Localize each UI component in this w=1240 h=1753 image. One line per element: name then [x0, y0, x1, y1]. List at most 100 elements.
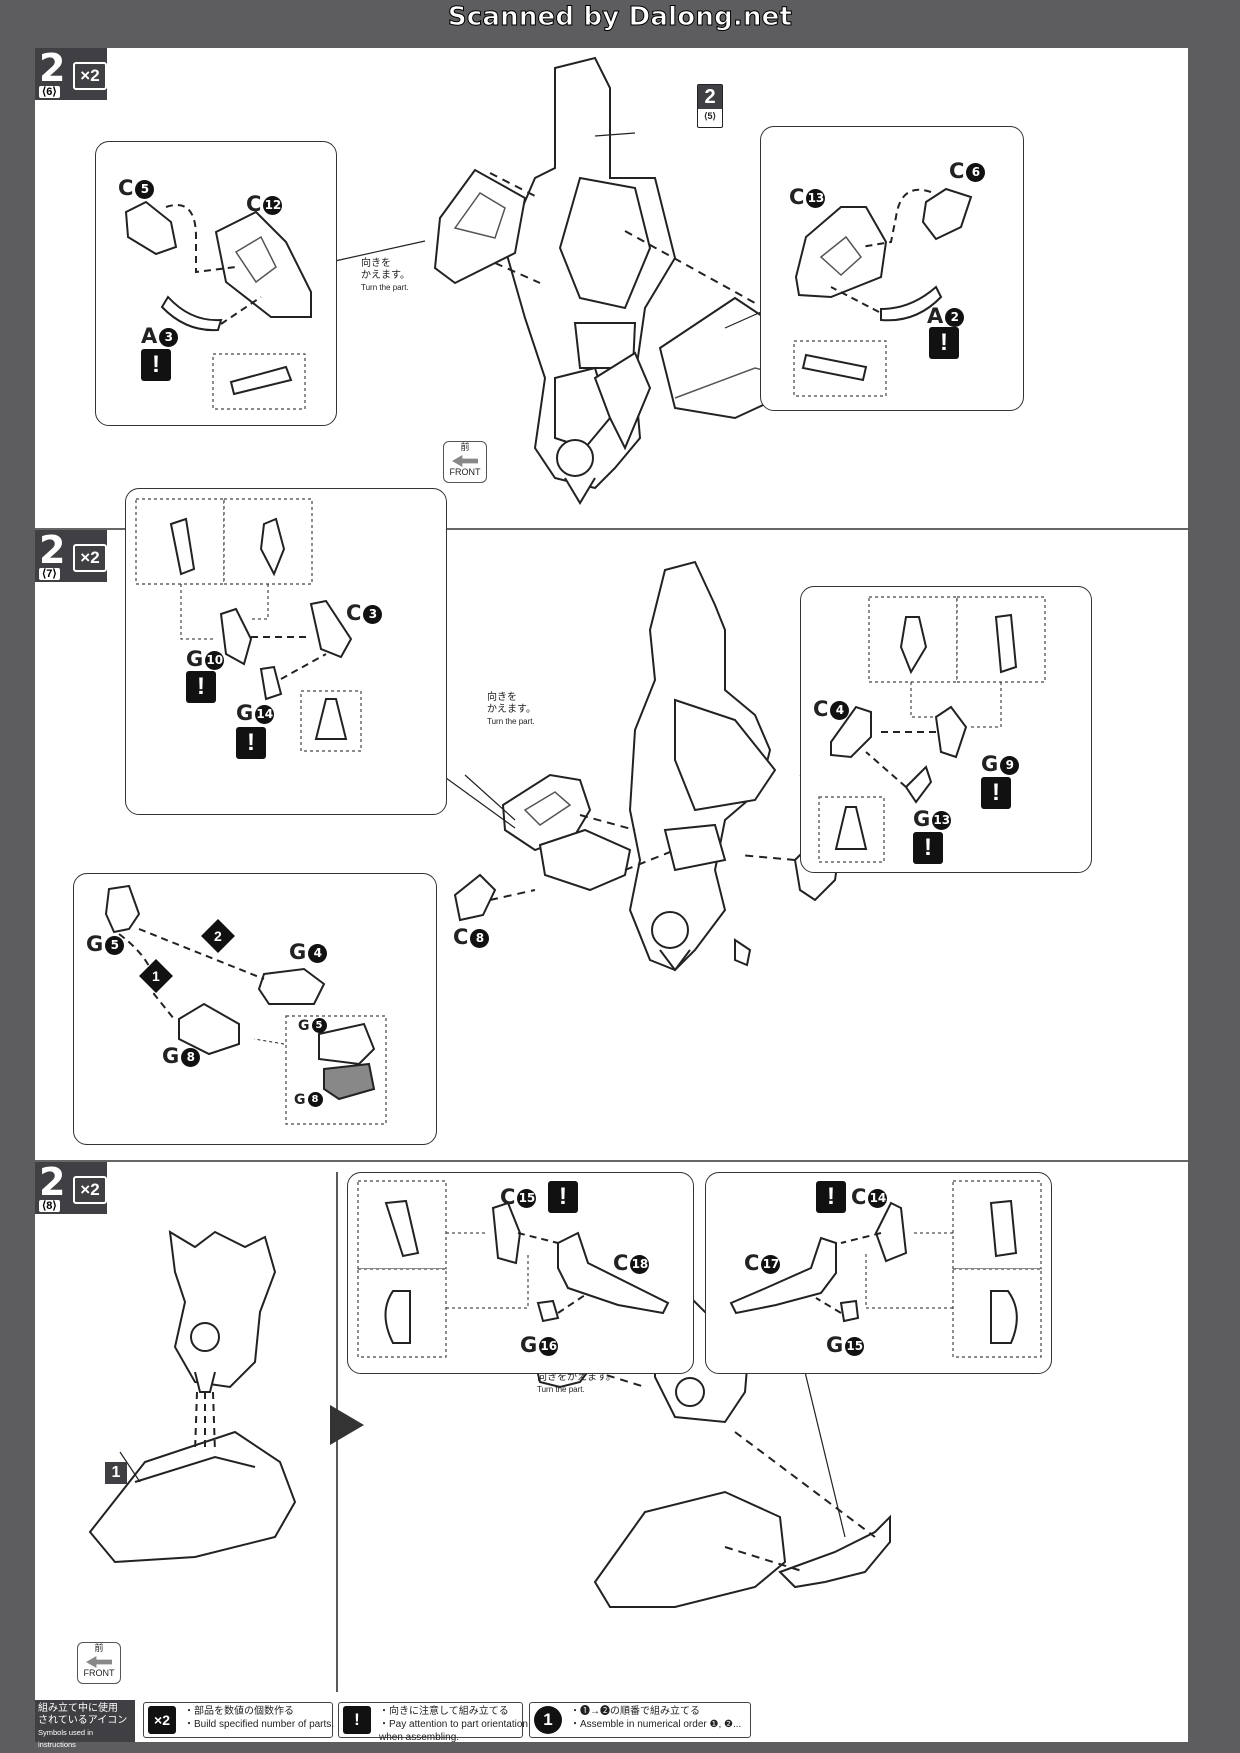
step-substep: ⟨8⟩ — [39, 1200, 60, 1212]
legend-item-order: 1 ・❶→❷の順番で組み立てる ・Assemble in numerical o… — [529, 1702, 751, 1738]
multiplier-icon: ×2 — [73, 1176, 107, 1204]
front-indicator-en: FRONT — [83, 1668, 115, 1678]
turn-part-note: 向きをかえます。 Turn the part. — [537, 1372, 616, 1396]
front-indicator-ja: 前 — [94, 1643, 104, 1653]
orientation-warning-icon: ! — [548, 1181, 578, 1213]
turn-part-note-en: Turn the part. — [361, 283, 409, 292]
step-substep: ⟨6⟩ — [39, 86, 60, 98]
step-number: 2 — [39, 46, 66, 90]
step-substep: ⟨7⟩ — [39, 568, 60, 580]
orientation-warning-icon: ! — [913, 832, 943, 864]
turn-part-note-ja: 向きを かえます。 — [487, 692, 536, 715]
step-number: 2 — [39, 528, 66, 572]
ref-step-sub: ⟨5⟩ — [703, 111, 717, 121]
orientation-warning-icon: ! — [343, 1706, 371, 1734]
page-number: 09 — [1146, 1712, 1180, 1740]
panel-top-left-parts — [135, 498, 362, 752]
step-6-illustration — [334, 56, 807, 505]
panel-bottom-left-parts — [104, 884, 387, 1125]
step-badge: 2 ⟨7⟩ ×2 — [35, 528, 107, 582]
multiplier-icon: ×2 — [148, 1706, 176, 1734]
legend-header-ja1: 組み立て中に使用 — [38, 1703, 118, 1714]
legend-text: ・向きに注意して組み立てる ・Pay attention to part ori… — [379, 1706, 528, 1743]
front-indicator: 前 FRONT — [443, 441, 487, 483]
panel-right-parts — [818, 596, 1046, 863]
step-section-6: 2 ⟨6⟩ ×2 — [35, 46, 1188, 530]
turn-part-note-ja: 向きをかえます。 — [537, 1372, 616, 1383]
orientation-warning-icon: ! — [816, 1181, 846, 1213]
panel-right-parts — [793, 187, 973, 397]
orientation-warning-icon: ! — [929, 327, 959, 359]
panel-right-parts — [729, 1180, 1042, 1358]
turn-part-note-en: Turn the part. — [537, 1385, 585, 1394]
step-7-illustration — [434, 560, 842, 972]
legend-item-multiplier: ×2 ・部品を数値の個数作る ・Build specified number o… — [143, 1702, 335, 1738]
legend-item-orientation: ! ・向きに注意して組み立てる ・Pay attention to part o… — [338, 1702, 528, 1743]
orientation-warning-icon: ! — [981, 777, 1011, 809]
front-arrow-icon — [452, 455, 478, 467]
turn-part-note: 向きを かえます。 Turn the part. — [361, 258, 410, 294]
legend-header-ja2: されているアイコン — [38, 1715, 128, 1726]
panel-left-parts — [124, 200, 312, 410]
order-step-icon: 1 — [534, 1706, 562, 1734]
turn-part-note-ja: 向きを かえます。 — [361, 258, 410, 281]
symbol-legend: 組み立て中に使用 されているアイコン Symbols used in instr… — [35, 1700, 1188, 1749]
multiplier-icon: ×2 — [73, 544, 107, 572]
ref-step-badge: 2 ⟨5⟩ — [697, 84, 723, 128]
front-indicator-ja: 前 — [460, 442, 470, 452]
front-arrow-icon — [86, 1656, 112, 1668]
step-number: 2 — [39, 1160, 66, 1204]
multiplier-icon: ×2 — [73, 62, 107, 90]
step-badge: 2 ⟨6⟩ ×2 — [35, 46, 107, 100]
legend-text: ・❶→❷の順番で組み立てる ・Assemble in numerical ord… — [570, 1706, 742, 1730]
step-section-7: 2 ⟨7⟩ ×2 — [35, 488, 1188, 1162]
orientation-warning-icon: ! — [141, 349, 171, 381]
front-indicator: 前 FRONT — [77, 1642, 121, 1684]
legend-header: 組み立て中に使用 されているアイコン Symbols used in instr… — [35, 1700, 135, 1749]
panel-middle-parts — [357, 1180, 670, 1358]
legend-text: ・部品を数値の個数作る ・Build specified number of p… — [184, 1706, 335, 1730]
turn-part-note: 向きを かえます。 Turn the part. — [487, 692, 536, 728]
legend-header-en: Symbols used in instructions — [38, 1728, 94, 1749]
front-indicator-en: FRONT — [449, 467, 481, 477]
turn-part-note-en: Turn the part. — [487, 717, 535, 726]
step-section-8: 2 ⟨8⟩ ×2 — [35, 1160, 1188, 1700]
orientation-warning-icon: ! — [186, 671, 216, 703]
ref-step-number: 2 — [698, 85, 722, 109]
orientation-warning-icon: ! — [236, 727, 266, 759]
step-badge: 2 ⟨8⟩ ×2 — [35, 1160, 107, 1214]
watermark-text: Scanned by Dalong.net — [447, 2, 793, 33]
ref-part-badge: 1 — [105, 1462, 127, 1484]
